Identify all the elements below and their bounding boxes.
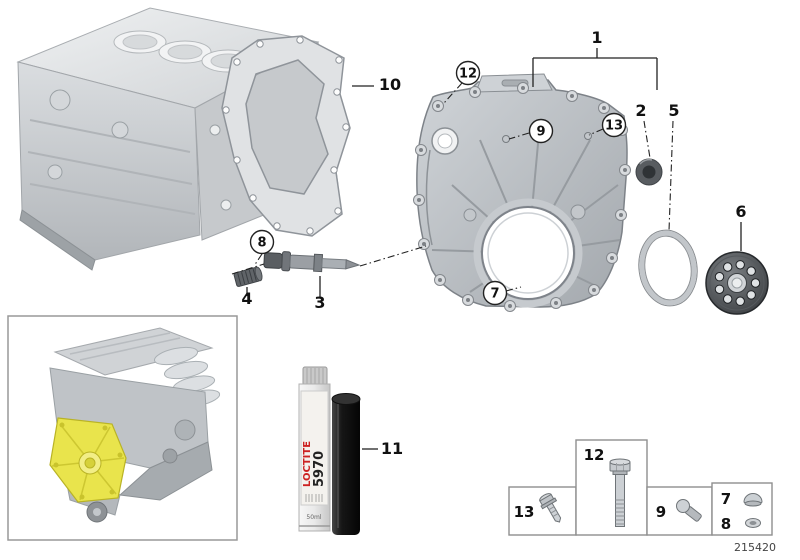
callout-7-circle[interactable]: 7	[482, 280, 508, 306]
callout-13[interactable]: 13	[605, 119, 623, 134]
grommet-icon	[745, 518, 761, 528]
loctite-brand-label: LOCTITE	[302, 441, 313, 487]
shaft-seal	[635, 158, 663, 186]
bolt-icon	[609, 458, 631, 527]
callout-4[interactable]: 4	[241, 289, 252, 308]
tube-volume-label: 50ml	[306, 514, 321, 521]
thumbnail-highlighted-cover	[49, 417, 127, 503]
callout-2[interactable]: 2	[635, 101, 646, 120]
legend-box-13[interactable]: 13	[508, 486, 577, 536]
increment-wheel	[705, 251, 769, 315]
callout-10[interactable]: 10	[379, 75, 401, 94]
callout-12-circle[interactable]: 12	[455, 60, 481, 86]
timing-case-gasket	[221, 35, 351, 237]
cover-bolt-bosses	[413, 82, 631, 312]
callout-8[interactable]: 8	[257, 236, 266, 251]
legend-label-8[interactable]: 8	[721, 515, 731, 533]
drawing-number: 215420	[734, 541, 776, 554]
legend-label-12[interactable]: 12	[584, 446, 605, 464]
callout-9-circle[interactable]: 9	[528, 118, 554, 144]
callout-1[interactable]: 1	[591, 28, 602, 47]
loctite-product-label: 5970	[312, 451, 327, 487]
screw-plug	[233, 266, 263, 287]
callout-6[interactable]: 6	[735, 202, 746, 221]
legend-box-7-8[interactable]: 7 8	[711, 482, 773, 536]
legend-box-12[interactable]: 12	[575, 439, 648, 536]
callout-11[interactable]: 11	[381, 439, 403, 458]
callout-12[interactable]: 12	[459, 67, 477, 82]
sealing-cap-icon	[743, 493, 763, 507]
callout-7[interactable]: 7	[490, 287, 499, 302]
callout-3[interactable]: 3	[314, 293, 325, 312]
tube-fine-print	[305, 494, 323, 502]
callout-5[interactable]: 5	[668, 101, 679, 120]
sealant-items: LOCTITE 5970 50ml	[298, 366, 361, 535]
thumbnail-overview[interactable]	[7, 315, 238, 541]
timing-chain-cover	[413, 73, 631, 312]
o-ring	[638, 229, 698, 307]
legend-label-7[interactable]: 7	[721, 490, 731, 508]
callout-8-circle[interactable]: 8	[249, 229, 275, 255]
callout-13-circle[interactable]: 13	[601, 112, 627, 138]
elbow-fitting-icon	[676, 499, 702, 522]
callout-connectors	[231, 48, 742, 450]
callout-9[interactable]: 9	[536, 125, 545, 140]
legend-box-9[interactable]: 9	[646, 486, 713, 536]
sensor-part	[263, 251, 361, 273]
loctite-tube: LOCTITE 5970 50ml	[298, 366, 331, 532]
black-cartridge	[332, 396, 360, 535]
legend-label-13[interactable]: 13	[514, 503, 535, 521]
legend-label-9[interactable]: 9	[656, 503, 666, 521]
engine-block-illustration	[16, 7, 339, 271]
screw-icon	[539, 493, 562, 523]
